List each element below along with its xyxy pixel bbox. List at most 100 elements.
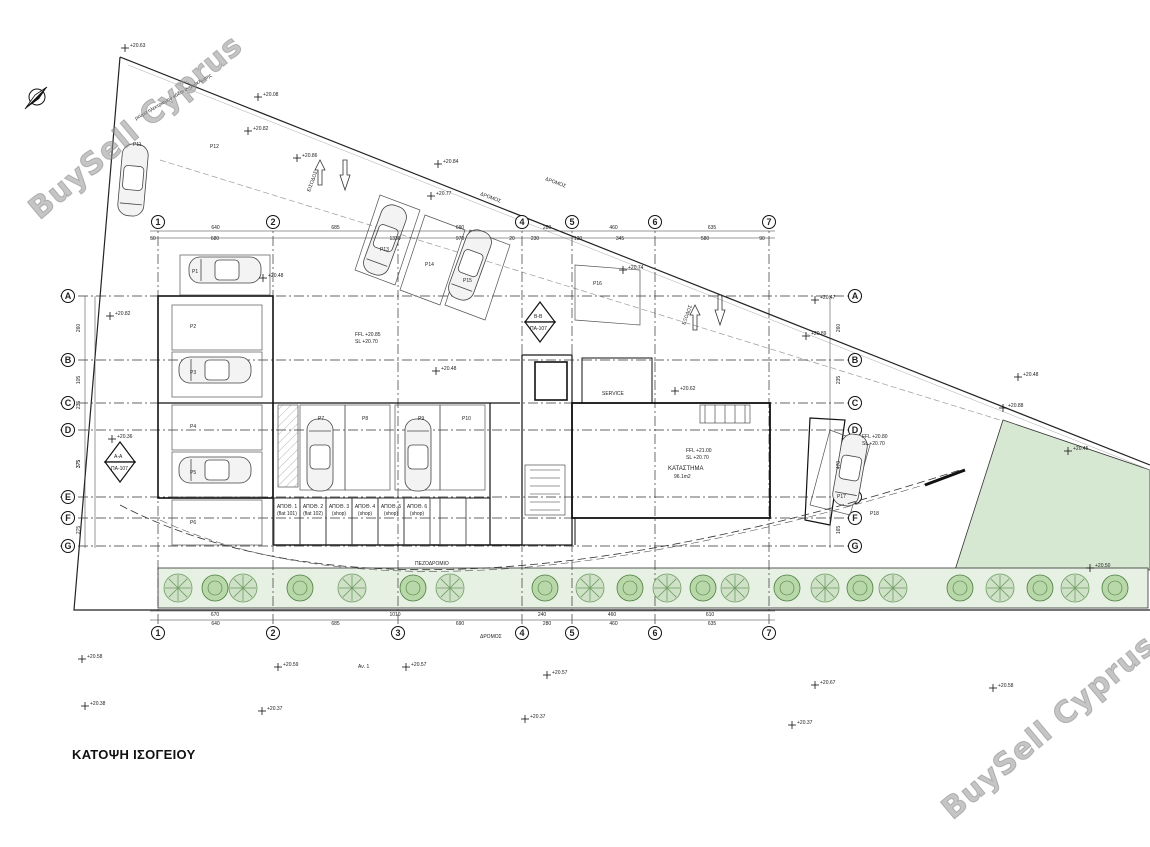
car-icon xyxy=(404,418,432,492)
level-6: SL +20.70 xyxy=(862,441,885,447)
plant-icon xyxy=(616,574,644,602)
building-line xyxy=(159,159,1001,421)
parking-label: P7 xyxy=(318,416,324,422)
grid-bubble-col: 4 xyxy=(515,215,529,229)
spot-level: +20.84 xyxy=(434,159,459,168)
dim-top: 635 xyxy=(708,225,717,231)
svg-text:+20.63: +20.63 xyxy=(130,43,146,49)
dim-bottom-2: 240 xyxy=(538,612,547,618)
dim-bottom: 640 xyxy=(211,621,220,627)
svg-text:+20.82: +20.82 xyxy=(253,126,269,132)
grid-bubble-col: 7 xyxy=(762,215,776,229)
svg-text:B: B xyxy=(852,355,859,365)
spot-level: +20.82 xyxy=(244,126,269,135)
svg-text:+20.48: +20.48 xyxy=(1023,372,1039,378)
svg-text:1: 1 xyxy=(155,628,160,638)
parking-label: P5 xyxy=(190,470,196,476)
entry-label: ΕΙΣΟΔΟΣ xyxy=(306,170,319,193)
plant-icon xyxy=(228,573,258,603)
svg-text:G: G xyxy=(64,541,71,551)
dim-top-2: 970 xyxy=(456,236,465,242)
vehicle-path xyxy=(119,469,961,571)
svg-text:6: 6 xyxy=(652,628,657,638)
storage-name: ΑΠΟΘ. 6 xyxy=(407,504,428,510)
dim-bottom: 635 xyxy=(708,621,717,627)
svg-text:+20.47: +20.47 xyxy=(820,295,836,301)
storage-owner: (shop) xyxy=(410,511,425,517)
street-label-top: ΔΡΟΜΟΣ xyxy=(479,191,501,204)
car-icon xyxy=(306,418,334,492)
plant-icon xyxy=(337,573,367,603)
plant-icon xyxy=(399,574,427,602)
service-label: SERVICE xyxy=(602,391,625,397)
plant-icon xyxy=(878,573,908,603)
parking-label: P13 xyxy=(380,247,389,253)
level-4: SL +20.70 xyxy=(686,455,709,461)
dim-top-2: 230 xyxy=(531,236,540,242)
storage-name: ΑΠΟΘ. 2 xyxy=(303,504,324,510)
cars xyxy=(117,143,868,507)
dim-left: 105 xyxy=(76,376,82,385)
svg-text:F: F xyxy=(65,513,71,523)
drawing-title: ΚΑΤΟΨΗ ΙΣΟΓΕΙΟΥ xyxy=(72,747,196,762)
plant-icon xyxy=(720,573,750,603)
grid-bubble-col: 7 xyxy=(762,626,776,640)
parking-label: P6 xyxy=(190,520,196,526)
svg-text:+20.84: +20.84 xyxy=(443,159,459,165)
plant-icon xyxy=(201,574,229,602)
svg-text:+20.86: +20.86 xyxy=(302,153,318,159)
parking-label: P12 xyxy=(210,144,219,150)
svg-text:+20.89: +20.89 xyxy=(811,331,827,337)
parking-label: P4 xyxy=(190,424,196,430)
car-icon xyxy=(363,204,407,276)
spot-level: +20.67 xyxy=(811,680,836,689)
dim-top-2: 345 xyxy=(616,236,625,242)
svg-text:+20.48: +20.48 xyxy=(268,273,284,279)
svg-text:7: 7 xyxy=(766,628,771,638)
spot-level: +20.63 xyxy=(121,43,146,52)
spot-level: +20.89 xyxy=(802,331,827,340)
svg-text:A-A: A-A xyxy=(114,454,123,460)
svg-text:4: 4 xyxy=(519,628,524,638)
grid-bubble-row: A xyxy=(848,289,862,303)
green-area xyxy=(954,419,1150,571)
spot-level: +20.36 xyxy=(108,434,133,443)
parking-label: P18 xyxy=(870,511,879,517)
level-5: FFL +20.80 xyxy=(862,434,888,440)
svg-text:6: 6 xyxy=(652,217,657,227)
dim-bottom: 690 xyxy=(456,621,465,627)
dim-bottom-2: 610 xyxy=(706,612,715,618)
plant-icon xyxy=(946,574,974,602)
svg-text:5: 5 xyxy=(569,217,574,227)
spot-level: +20.86 xyxy=(293,153,318,162)
svg-text:+20.57: +20.57 xyxy=(411,662,427,668)
dim-right: 260 xyxy=(836,324,842,333)
parking-label: P16 xyxy=(593,281,602,287)
gate-line xyxy=(924,468,966,487)
svg-text:+20.77: +20.77 xyxy=(436,191,452,197)
car-icon xyxy=(178,356,252,384)
svg-text:+20.88: +20.88 xyxy=(1008,403,1024,409)
spot-level: +20.88 xyxy=(999,403,1024,412)
svg-text:B-B: B-B xyxy=(534,314,543,320)
grid-bubble-row: C xyxy=(848,396,862,410)
spot-level: +20.58 xyxy=(989,683,1014,692)
svg-text:4: 4 xyxy=(519,217,524,227)
stairs xyxy=(524,404,751,516)
plant-icon xyxy=(1060,573,1090,603)
plant-icon xyxy=(1026,574,1054,602)
svg-text:5: 5 xyxy=(569,628,574,638)
spot-level: +20.82 xyxy=(106,311,131,320)
parking-label: P10 xyxy=(462,416,471,422)
spot-level: +20.37 xyxy=(521,714,546,723)
car-icon xyxy=(178,456,252,484)
parking-label: P15 xyxy=(463,278,472,284)
parking-label: P14 xyxy=(425,262,434,268)
svg-text:+20.74: +20.74 xyxy=(628,265,644,271)
svg-text:+20.57: +20.57 xyxy=(552,670,568,676)
car-icon xyxy=(117,143,149,217)
dim-bottom-2: 460 xyxy=(608,612,617,618)
svg-text:2: 2 xyxy=(270,628,275,638)
